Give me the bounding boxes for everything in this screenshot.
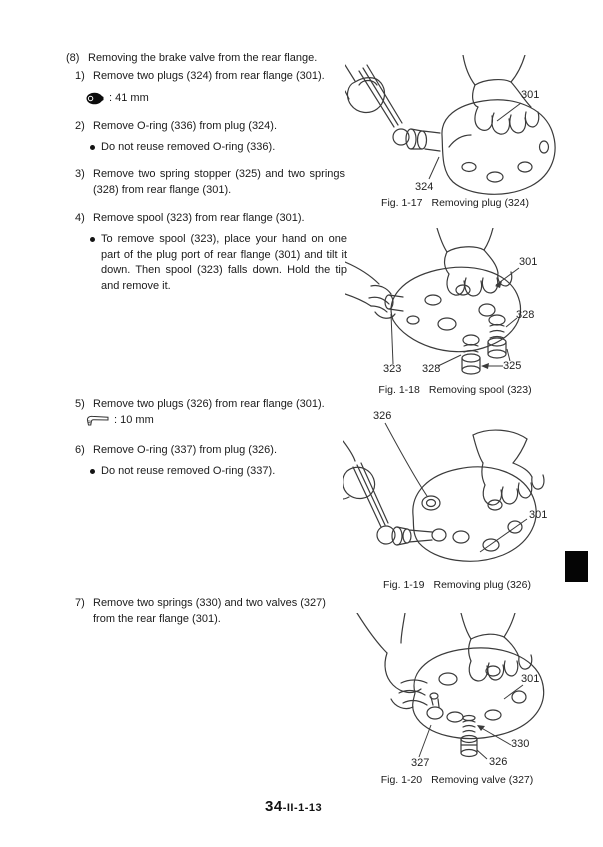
figure-caption: Fig. 1-19 Removing plug (326): [343, 578, 571, 594]
page-number-minor: -II-1-13: [282, 802, 323, 814]
tool-note-41mm: : 41 mm: [86, 91, 149, 107]
figure-caption: Fig. 1-18 Removing spool (323): [345, 383, 565, 399]
figure-number: Fig. 1-20: [380, 774, 423, 786]
step-number: 6): [75, 444, 85, 456]
bullet-icon: [90, 145, 95, 150]
figure-title: Removing valve (327): [431, 774, 534, 786]
socket-wrench-icon: [86, 92, 104, 105]
figure-title: Removing plug (324): [431, 197, 529, 209]
part-label-328b: 328: [422, 363, 441, 375]
step-text: Remove two plugs (324) from rear flange …: [93, 70, 325, 82]
step-4: 4) Remove spool (323) from rear flange (…: [75, 211, 345, 227]
figure-number: Fig. 1-19: [383, 579, 425, 591]
note-spool-removal: To remove spool (323), place your hand o…: [90, 232, 347, 294]
section-heading: (8) Removing the brake valve from the re…: [66, 51, 350, 67]
step-text: Remove two plugs (326) from rear flange …: [93, 398, 325, 410]
part-label-324: 324: [415, 181, 434, 193]
step-7: 7) Remove two springs (330) and two valv…: [75, 596, 345, 627]
tool-size-text: : 41 mm: [109, 92, 149, 104]
part-label-327: 327: [411, 757, 430, 769]
step-number: 5): [75, 398, 85, 410]
step-1: 1) Remove two plugs (324) from rear flan…: [75, 69, 345, 85]
note-text: To remove spool (323), place your hand o…: [101, 233, 347, 292]
figure-title: Removing plug (326): [433, 579, 531, 591]
step-number: 4): [75, 212, 85, 224]
figure-1-19: 326 301 Fig. 1-19 Removing plug (326): [343, 405, 571, 593]
step-number: 2): [75, 120, 85, 132]
figure-caption: Fig. 1-20 Removing valve (327): [343, 773, 571, 789]
step-text: Remove O-ring (336) from plug (324).: [93, 120, 278, 132]
figure-1-19-illustration: [343, 422, 545, 562]
page-number: 34 -II-1-13: [265, 799, 322, 817]
note-text: Do not reuse removed O-ring (336).: [101, 141, 276, 153]
part-label-326: 326: [489, 756, 508, 768]
page-number-major: 34: [265, 798, 283, 815]
figure-title: Removing spool (323): [428, 384, 532, 396]
section-thumb-tab: [565, 551, 588, 582]
figure-1-18-illustration: [345, 228, 521, 375]
step-text: Remove spool (323) from rear flange (301…: [93, 212, 305, 224]
bullet-icon: [90, 469, 95, 474]
figure-caption: Fig. 1-17 Removing plug (324): [345, 196, 565, 212]
section-number: (8): [66, 52, 80, 64]
note-oring-336: Do not reuse removed O-ring (336).: [90, 140, 347, 156]
part-label-301: 301: [529, 509, 548, 521]
step-number: 3): [75, 168, 85, 180]
step-5: 5) Remove two plugs (326) from rear flan…: [75, 397, 345, 413]
step-number: 7): [75, 597, 85, 609]
part-label-326: 326: [373, 410, 392, 422]
hex-key-icon: [86, 416, 109, 426]
part-label-301: 301: [521, 89, 540, 101]
step-6: 6) Remove O-ring (337) from plug (326).: [75, 443, 345, 459]
step-number: 1): [75, 70, 85, 82]
part-label-301: 301: [519, 256, 538, 268]
tool-note-10mm: : 10 mm: [86, 413, 154, 429]
figure-number: Fig. 1-18: [378, 384, 420, 396]
figure-1-17: 301 324 Fig. 1-17 Removing plug (324): [345, 55, 565, 215]
part-label-323: 323: [383, 363, 402, 375]
step-text: Remove two spring stopper (325) and two …: [93, 168, 345, 196]
step-text: Remove two springs (330) and two valves …: [93, 597, 326, 625]
figure-1-18: 301 328 323 328 325 Fig. 1-18 Removing s…: [345, 228, 565, 400]
step-2: 2) Remove O-ring (336) from plug (324).: [75, 119, 345, 135]
figure-number: Fig. 1-17: [381, 197, 423, 209]
part-label-325: 325: [503, 360, 522, 372]
figure-1-20-illustration: [356, 613, 545, 760]
note-text: Do not reuse removed O-ring (337).: [101, 465, 276, 477]
tool-size-text: : 10 mm: [114, 414, 154, 426]
figure-1-17-illustration: [345, 55, 556, 195]
step-text: Remove O-ring (337) from plug (326).: [93, 444, 278, 456]
figure-1-20: 301 330 326 327 Fig. 1-20 Removing valve…: [343, 613, 571, 787]
part-label-328: 328: [516, 309, 535, 321]
note-oring-337: Do not reuse removed O-ring (337).: [90, 464, 347, 480]
part-label-301: 301: [521, 673, 540, 685]
section-heading-text: Removing the brake valve from the rear f…: [88, 52, 318, 64]
part-label-330: 330: [511, 738, 530, 750]
step-3: 3) Remove two spring stopper (325) and t…: [75, 167, 345, 198]
bullet-icon: [90, 237, 95, 242]
